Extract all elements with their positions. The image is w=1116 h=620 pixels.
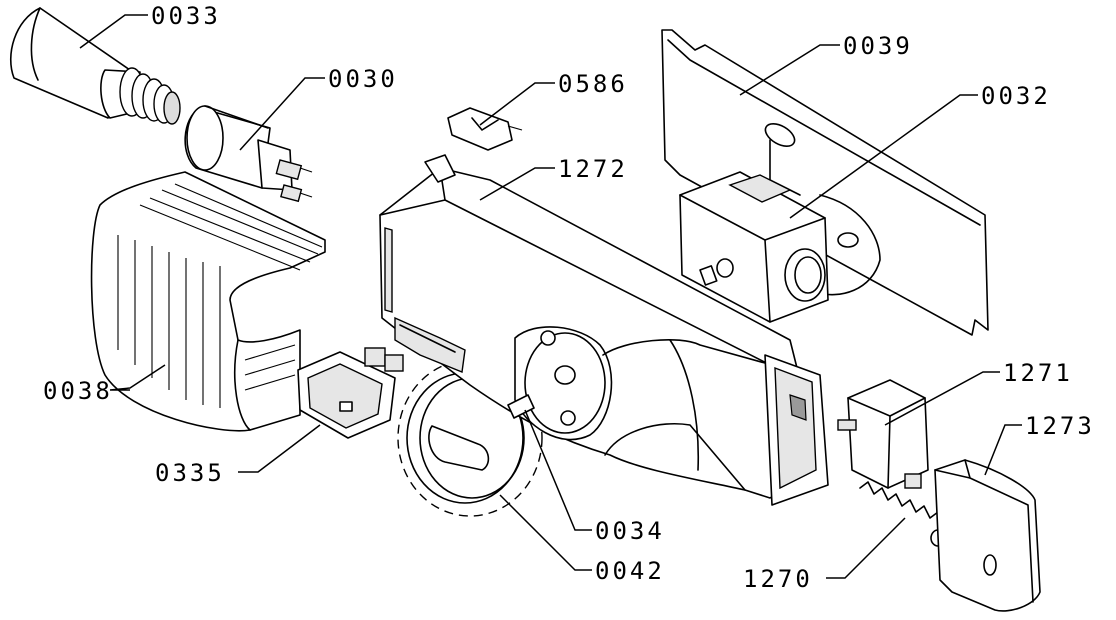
part-0030-fan-motor <box>184 105 313 203</box>
label-0038: 0038 <box>43 377 113 405</box>
label-0030: 0030 <box>328 65 398 93</box>
label-1273: 1273 <box>1025 412 1095 440</box>
label-1272: 1272 <box>558 155 628 183</box>
part-1273-end-cap <box>934 459 1041 612</box>
label-0042: 0042 <box>595 557 665 585</box>
part-0042-temperature-dial <box>397 359 543 517</box>
part-1272-main-body <box>379 154 829 506</box>
part-0032-thermostat <box>679 171 829 323</box>
label-0034: 0034 <box>595 517 665 545</box>
part-1271-microswitch <box>837 379 929 489</box>
part-0034-dial-plate <box>507 394 535 419</box>
part-0335-rocker-switch <box>297 347 404 439</box>
part-0033-nozzle <box>10 7 181 125</box>
label-0586: 0586 <box>558 70 628 98</box>
label-0033: 0033 <box>151 2 221 30</box>
label-0039: 0039 <box>843 32 913 60</box>
label-0335: 0335 <box>155 459 225 487</box>
label-1270: 1270 <box>743 565 813 593</box>
part-0586-clip <box>447 107 523 151</box>
label-0032: 0032 <box>981 82 1051 110</box>
part-labels: 0033 0030 0586 0039 0032 1272 0038 0335 … <box>43 2 1095 593</box>
part-0038-housing-cover <box>90 171 326 432</box>
label-1271: 1271 <box>1003 359 1073 387</box>
part-0039-circuit-plate <box>661 29 989 336</box>
leader-lines <box>79 14 1022 579</box>
